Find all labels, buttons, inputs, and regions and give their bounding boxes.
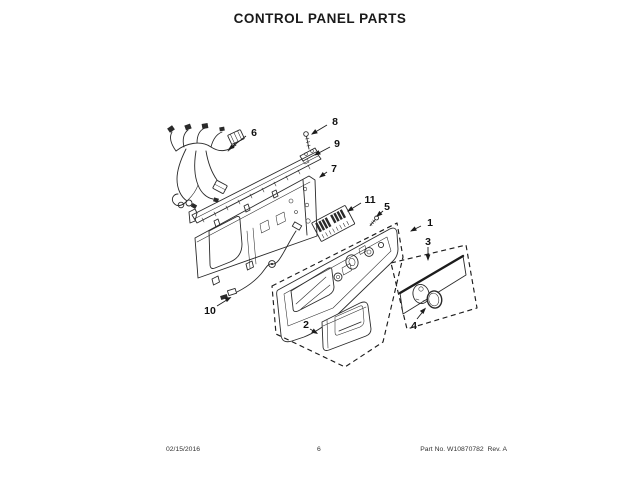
callout-10-label: 10 — [204, 305, 216, 317]
callout-2-label: 2 — [303, 319, 309, 331]
callout-9-label: 9 — [334, 138, 340, 150]
part-support-panel — [194, 175, 318, 286]
callout-3-label: 3 — [425, 236, 431, 248]
callout-10: 10 — [204, 297, 232, 317]
callout-11-label: 11 — [364, 194, 375, 206]
callout-6-label: 6 — [251, 127, 257, 139]
footer-page-number: 6 — [317, 446, 321, 453]
callout-11: 11 — [347, 194, 376, 212]
part-ground-wire — [220, 221, 303, 300]
part-decal-fascia — [390, 244, 478, 330]
callout-8: 8 — [311, 116, 338, 135]
callout-7: 7 — [319, 163, 337, 178]
callout-8-label: 8 — [332, 116, 338, 128]
part-control-board — [311, 205, 356, 242]
callout-1-label: 1 — [427, 217, 433, 229]
callout-4: 4 — [411, 307, 426, 332]
callout-6: 6 — [228, 127, 257, 150]
part-screw-board — [369, 215, 380, 227]
footer-date: 02/15/2016 — [166, 446, 201, 453]
callout-3: 3 — [425, 236, 431, 261]
callout-1: 1 — [410, 217, 433, 232]
part-knob — [426, 290, 443, 309]
callout-9: 9 — [314, 138, 340, 156]
callout-2: 2 — [303, 319, 318, 334]
part-console-assembly — [271, 222, 404, 368]
callout-5-label: 5 — [384, 201, 390, 213]
page-title: CONTROL PANEL PARTS — [233, 11, 407, 26]
part-wire-harness — [167, 123, 245, 209]
callout-5: 5 — [376, 201, 390, 217]
callout-7-label: 7 — [331, 163, 337, 175]
part-screw-top — [303, 131, 311, 150]
footer-part-info: Part No. W10870782 Rev. A — [420, 446, 507, 453]
part-mounting-rail — [188, 151, 322, 228]
callout-4-label: 4 — [411, 320, 417, 332]
part-dispenser-drawer-front — [321, 301, 372, 351]
